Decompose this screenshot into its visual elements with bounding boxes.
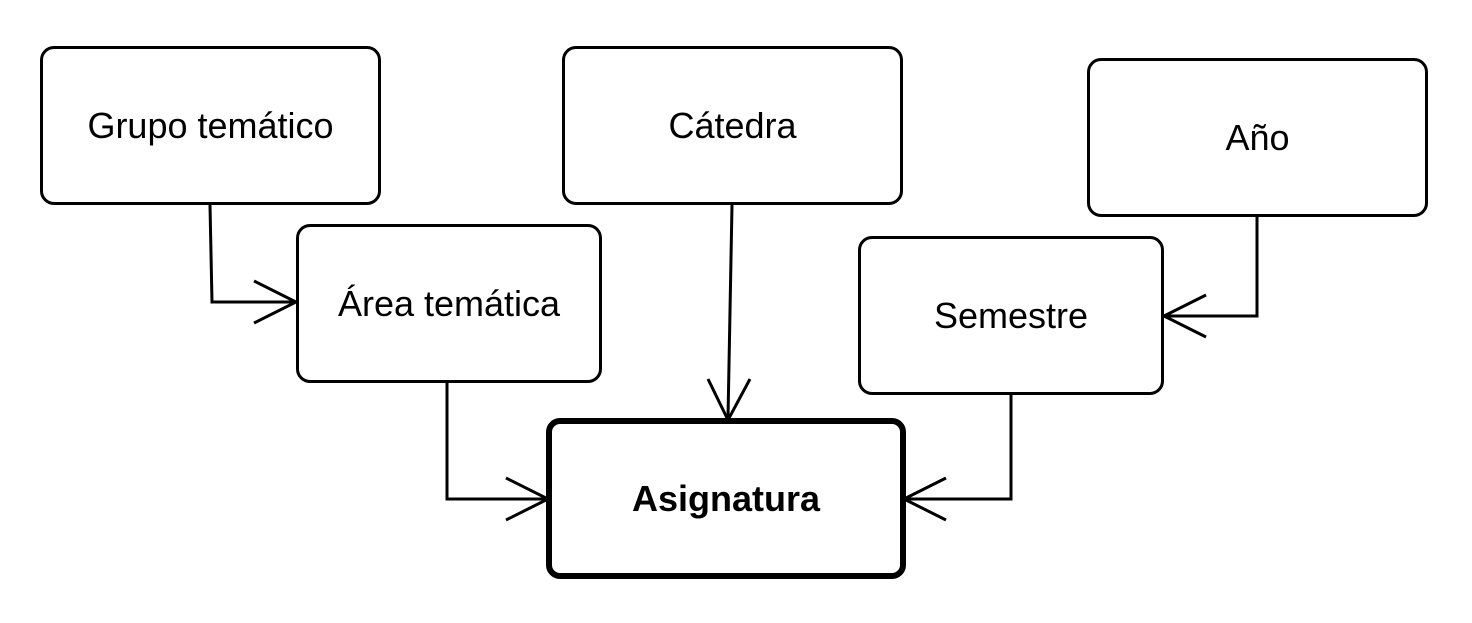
node-label-asignatura: Asignatura — [631, 477, 821, 519]
edge-area-to-asignatura — [445, 383, 546, 501]
edge-anio-to-semestre — [1164, 217, 1259, 318]
node-label-area-tematica: Área temática — [337, 282, 561, 324]
node-asignatura: Asignatura — [546, 418, 906, 579]
node-grupo-tematico: Grupo temático — [40, 46, 381, 205]
edge-catedra-to-asignatura — [726, 204, 734, 419]
arrowhead-semestre-right — [1160, 293, 1207, 339]
node-label-semestre: Semestre — [933, 294, 1089, 336]
edge-grupo-to-area — [208, 204, 296, 304]
node-catedra: Cátedra — [562, 46, 903, 205]
node-semestre: Semestre — [858, 236, 1164, 395]
node-label-anio: Año — [1225, 116, 1290, 158]
edge-semestre-to-asignatura — [906, 395, 1013, 501]
node-anio: Año — [1087, 58, 1428, 217]
node-label-grupo-tematico: Grupo temático — [87, 104, 334, 146]
node-label-catedra: Cátedra — [668, 104, 797, 146]
node-area-tematica: Área temática — [296, 224, 602, 383]
